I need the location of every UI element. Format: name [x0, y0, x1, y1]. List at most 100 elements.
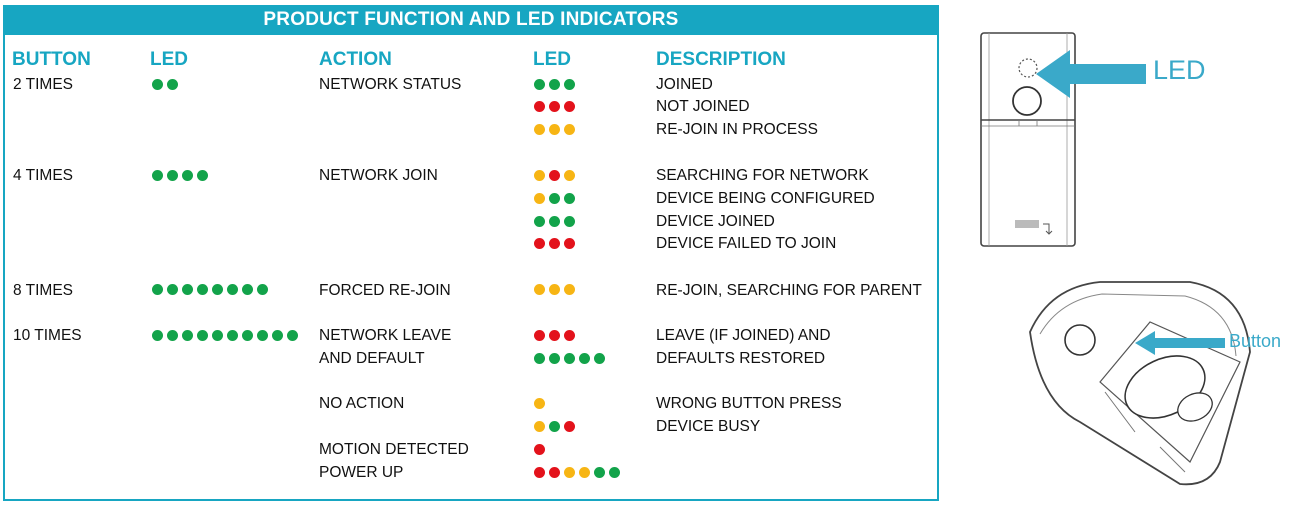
- row-description: LEAVE (IF JOINED) AND: [656, 327, 831, 344]
- led-green-icon: [549, 193, 560, 204]
- led-green-icon: [242, 284, 253, 295]
- led-green-icon: [152, 79, 163, 90]
- led-green-icon: [564, 79, 575, 90]
- row-action: FORCED RE-JOIN: [319, 282, 451, 299]
- led-green-icon: [579, 353, 590, 364]
- row-action: NETWORK LEAVE: [319, 327, 452, 344]
- led-green-icon: [182, 284, 193, 295]
- led-green-icon: [242, 330, 253, 341]
- led-green-icon: [564, 216, 575, 227]
- led-yellow-icon: [534, 398, 545, 409]
- device-open-diagram: [1029, 281, 1251, 486]
- led-green-icon: [182, 170, 193, 181]
- led-green-icon: [167, 79, 178, 90]
- led-green-icon: [212, 330, 223, 341]
- row-action: POWER UP: [319, 464, 404, 481]
- led-green-icon: [549, 421, 560, 432]
- led-pointer-arrow: [1036, 50, 1146, 98]
- led-red-icon: [564, 101, 575, 112]
- led-red-icon: [549, 170, 560, 181]
- table-title: PRODUCT FUNCTION AND LED INDICATORS: [3, 5, 939, 35]
- response-led-pattern: [534, 330, 575, 342]
- led-red-icon: [564, 421, 575, 432]
- header-button: BUTTON: [12, 49, 91, 70]
- led-green-icon: [167, 284, 178, 295]
- response-led-pattern: [534, 353, 605, 365]
- led-callout-label: LED: [1153, 55, 1206, 85]
- led-green-icon: [549, 353, 560, 364]
- led-red-icon: [534, 444, 545, 455]
- response-led-pattern: [534, 467, 620, 479]
- led-green-icon: [152, 284, 163, 295]
- led-green-icon: [534, 79, 545, 90]
- response-led-pattern: [534, 216, 575, 228]
- row-description: DEVICE BUSY: [656, 418, 761, 435]
- led-green-icon: [152, 330, 163, 341]
- button-callout-label: Button: [1229, 331, 1282, 351]
- led-red-icon: [549, 467, 560, 478]
- device-front-diagram: [980, 32, 1076, 247]
- led-yellow-icon: [549, 284, 560, 295]
- led-yellow-icon: [564, 124, 575, 135]
- led-green-icon: [257, 284, 268, 295]
- row-action: MOTION DETECTED: [319, 441, 469, 458]
- led-green-icon: [594, 467, 605, 478]
- press-led-pattern: [152, 284, 268, 296]
- led-red-icon: [549, 330, 560, 341]
- led-yellow-icon: [549, 124, 560, 135]
- row-action: NO ACTION: [319, 395, 405, 412]
- led-red-icon: [534, 467, 545, 478]
- led-yellow-icon: [534, 170, 545, 181]
- row-action: AND DEFAULT: [319, 350, 425, 367]
- row-description: RE-JOIN IN PROCESS: [656, 121, 818, 138]
- led-yellow-icon: [534, 124, 545, 135]
- row-description: DEFAULTS RESTORED: [656, 350, 826, 367]
- row-button-presses: 4 TIMES: [13, 167, 74, 184]
- led-green-icon: [609, 467, 620, 478]
- response-led-pattern: [534, 124, 575, 136]
- led-yellow-icon: [564, 170, 575, 181]
- row-description: SEARCHING FOR NETWORK: [656, 167, 869, 184]
- row-description: RE-JOIN, SEARCHING FOR PARENT: [656, 282, 922, 299]
- row-description: DEVICE JOINED: [656, 213, 775, 230]
- led-green-icon: [564, 193, 575, 204]
- led-green-icon: [564, 353, 575, 364]
- led-green-icon: [594, 353, 605, 364]
- row-button-presses: 10 TIMES: [13, 327, 82, 344]
- row-action: NETWORK STATUS: [319, 76, 462, 93]
- response-led-pattern: [534, 398, 545, 410]
- led-yellow-icon: [534, 421, 545, 432]
- row-description: NOT JOINED: [656, 98, 750, 115]
- led-green-icon: [212, 284, 223, 295]
- led-green-icon: [152, 170, 163, 181]
- led-red-icon: [534, 238, 545, 249]
- response-led-pattern: [534, 284, 575, 296]
- led-red-icon: [549, 101, 560, 112]
- led-window-icon: [1018, 58, 1038, 78]
- press-led-pattern: [152, 170, 208, 182]
- response-led-pattern: [534, 101, 575, 113]
- led-green-icon: [182, 330, 193, 341]
- row-description: JOINED: [656, 76, 713, 93]
- led-red-icon: [564, 330, 575, 341]
- led-yellow-icon: [579, 467, 590, 478]
- led-green-icon: [549, 216, 560, 227]
- row-button-presses: 8 TIMES: [13, 282, 74, 299]
- led-red-icon: [534, 330, 545, 341]
- indicator-table-panel: [3, 5, 939, 501]
- led-green-icon: [227, 284, 238, 295]
- led-green-icon: [534, 353, 545, 364]
- row-action: NETWORK JOIN: [319, 167, 438, 184]
- press-led-pattern: [152, 79, 178, 91]
- row-button-presses: 2 TIMES: [13, 76, 74, 93]
- header-description: DESCRIPTION: [656, 49, 786, 70]
- response-led-pattern: [534, 444, 545, 456]
- led-yellow-icon: [564, 284, 575, 295]
- response-led-pattern: [534, 421, 575, 433]
- response-led-pattern: [534, 238, 575, 250]
- lens-icon: [1012, 86, 1042, 116]
- led-yellow-icon: [534, 193, 545, 204]
- led-green-icon: [227, 330, 238, 341]
- press-led-pattern: [152, 330, 298, 342]
- led-green-icon: [534, 216, 545, 227]
